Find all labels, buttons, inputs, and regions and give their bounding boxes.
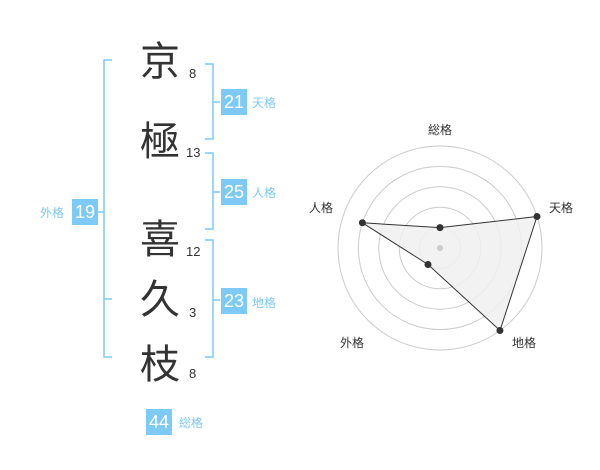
stroke-count-2: 13 [186,145,201,160]
tenkaku-value-badge: 21 [221,89,247,115]
radar-chart [337,145,543,351]
gaikaku-bracket [98,59,112,358]
name-char-3: 喜 [140,217,180,263]
radar-label-tenkaku: 天格 [549,201,574,215]
jinkaku-bracket [205,152,214,230]
radar-point-1 [436,224,444,232]
radar-label-jinkaku: 人格 [309,201,334,215]
radar-label-chikaku: 地格 [512,336,537,350]
radar-point-3 [496,327,504,335]
name-char-4: 久 [140,277,180,323]
gaikaku-value-badge: 19 [72,199,98,225]
name-char-2: 極 [140,119,180,165]
soukaku-label: 総格 [179,416,204,430]
tenkaku-label: 天格 [252,96,277,110]
chikaku-label: 地格 [252,296,277,310]
jinkaku-label: 人格 [252,186,277,200]
radar-ring [337,145,543,351]
stroke-count-3: 12 [186,244,201,259]
jinkaku-value-badge: 25 [221,179,247,205]
stroke-count-1: 8 [189,66,197,81]
name-char-1: 京 [140,39,180,85]
radar-polygon [362,215,538,332]
chikaku-bracket [205,239,214,358]
tenkaku-bracket [205,63,214,140]
radar-center-dot [437,245,443,251]
chikaku-value-badge: 23 [221,288,247,314]
stroke-count-5: 8 [189,366,197,381]
radar-label-soukaku: 総格 [428,123,453,137]
soukaku-value-badge: 44 [146,409,172,435]
radar-label-gaikaku: 外格 [340,336,365,350]
radar-point-4 [424,261,432,269]
name-char-5: 枝 [140,342,180,388]
radar-point-2 [533,212,541,220]
radar-point-5 [358,219,366,227]
gaikaku-label: 外格 [40,206,65,220]
stroke-count-4: 3 [189,305,197,320]
